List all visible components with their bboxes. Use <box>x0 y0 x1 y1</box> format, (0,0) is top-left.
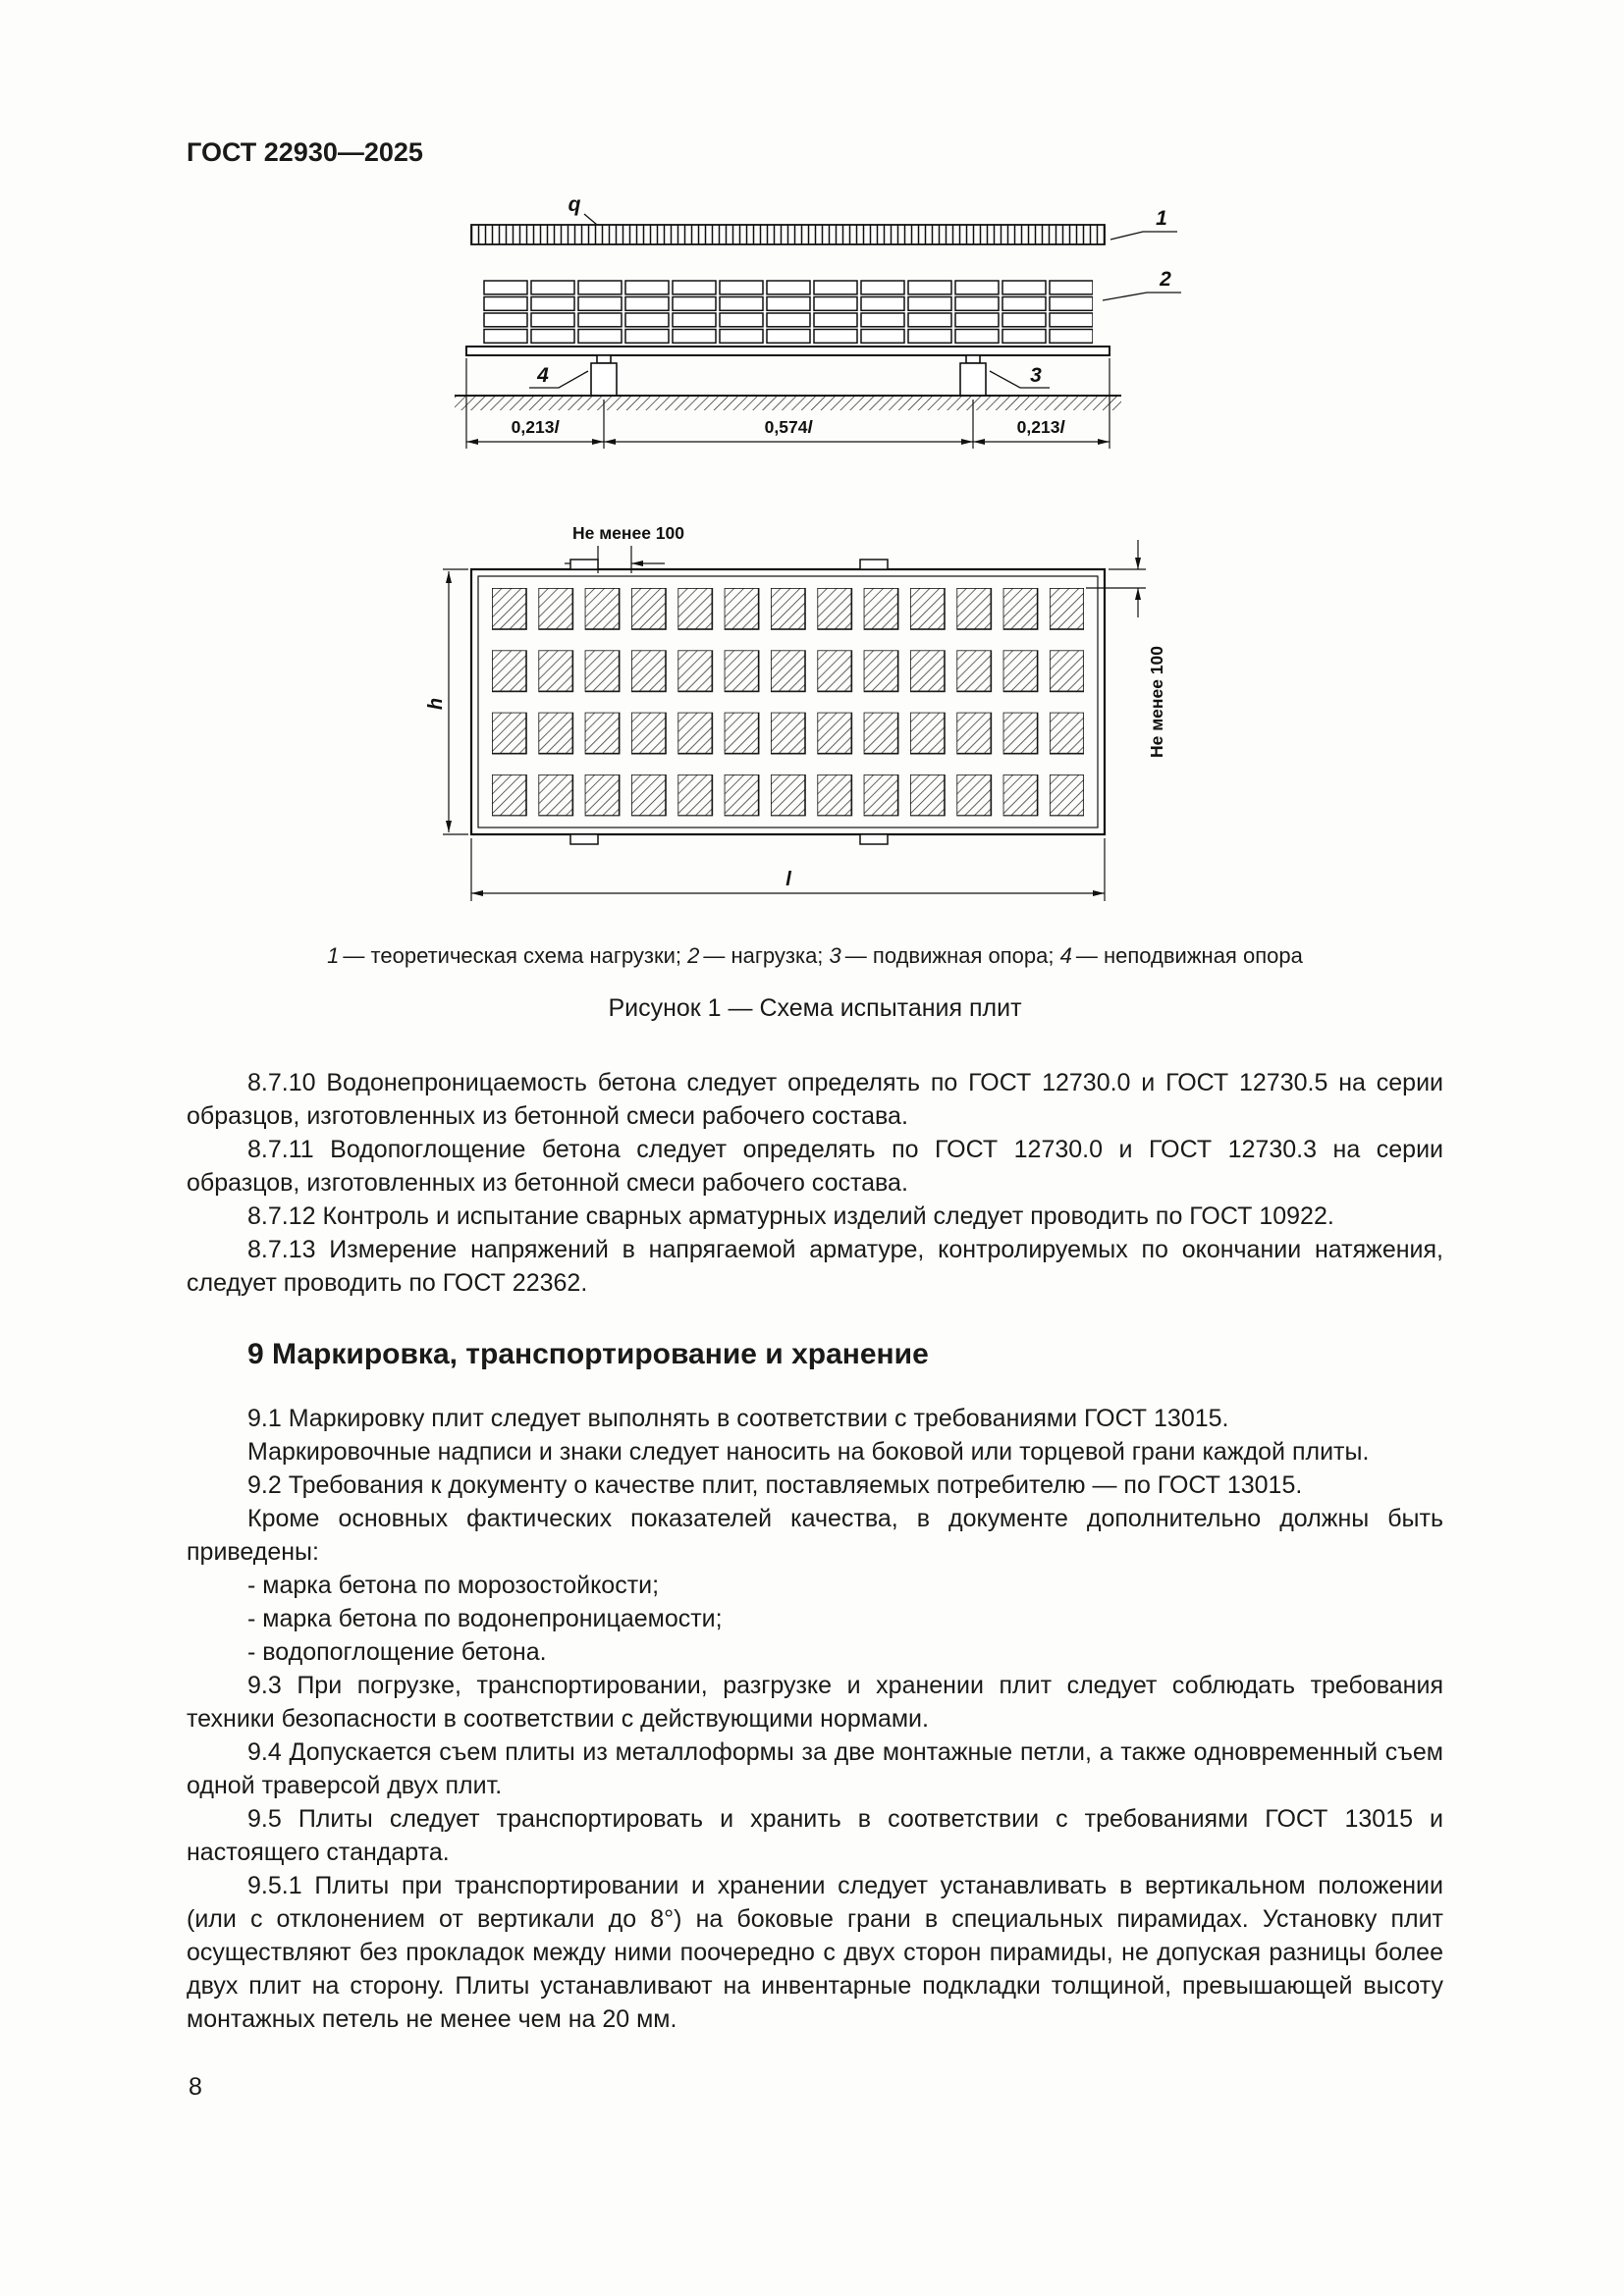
section-9-text: 9.1 Маркировку плит следует выполнять в … <box>187 1402 1443 2036</box>
label-4: 4 <box>536 364 549 387</box>
span-dimension <box>465 358 1110 449</box>
mounting-loops <box>569 559 889 845</box>
label-2: 2 <box>1159 268 1171 291</box>
legend-num-4: 4 <box>1059 943 1072 968</box>
ground <box>455 395 1121 410</box>
label-3: 3 <box>1030 364 1042 387</box>
support-roller <box>959 354 987 397</box>
beam <box>465 346 1110 356</box>
paragraph-9-1-note: Маркировочные надписи и знаки следует на… <box>247 1438 1370 1466</box>
legend-num-2: 2 <box>687 943 700 968</box>
load-grid <box>492 588 1084 817</box>
legend-text-4: — неподвижная опора <box>1075 943 1303 968</box>
label-3-leader <box>989 370 1050 389</box>
list-item-waterproof: - марка бетона по водонепроницаемости; <box>247 1605 723 1632</box>
min-right-label: Не менее 100 <box>1147 646 1166 758</box>
length-dim <box>470 838 1106 901</box>
legend-text-2: — нагрузка; <box>703 943 824 968</box>
elevation-view <box>455 213 1181 449</box>
dim-right: 0,213l <box>1017 417 1066 437</box>
figure-legend: 1— теоретическая схема нагрузки; 2— нагр… <box>187 943 1443 969</box>
legend-text-1: — теоретическая схема нагрузки; <box>343 943 681 968</box>
paragraph-9-5-1: 9.5.1 Плиты при транспортировании и хран… <box>187 1872 1443 2033</box>
label-1: 1 <box>1156 207 1167 230</box>
label-1-leader <box>1110 231 1177 240</box>
load-blocks <box>483 280 1093 345</box>
dim-left: 0,213l <box>512 417 561 437</box>
label-q: q <box>568 193 581 216</box>
paragraph-9-4: 9.4 Допускается съем плиты из металлофор… <box>187 1738 1443 1799</box>
label-h: h <box>427 698 447 710</box>
legend-text-3: — подвижная опора; <box>844 943 1055 968</box>
label-4-leader <box>529 370 589 389</box>
legend-num-1: 1 <box>327 943 340 968</box>
height-dim <box>443 568 468 835</box>
figure-drawing: q 1 2 4 3 0,213l 0,574l 0,213l Не менее … <box>427 193 1181 901</box>
edge-distance-right-dim <box>1086 540 1146 617</box>
plan-view <box>443 540 1146 901</box>
slab-outline-inner <box>477 575 1099 828</box>
paragraph-8-7-12: 8.7.12 Контроль и испытание сварных арма… <box>247 1202 1334 1230</box>
paragraph-9-5: 9.5 Плиты следует транспортировать и хра… <box>187 1805 1443 1866</box>
list-item-absorption: - водопоглощение бетона. <box>247 1638 547 1666</box>
page-content: ГОСТ 22930—2025 <box>187 137 1443 2036</box>
paragraph-8-7-11: 8.7.11 Водопоглощение бетона следует опр… <box>187 1136 1443 1197</box>
paragraph-8-7-13: 8.7.13 Измерение напряжений в напрягаемо… <box>187 1236 1443 1297</box>
paragraph-9-3: 9.3 При погрузке, транспортировании, раз… <box>187 1672 1443 1733</box>
section-8-text: 8.7.10 Водонепроницаемость бетона следуе… <box>187 1066 1443 1300</box>
figure-title: Рисунок 1 — Схема испытания плит <box>608 994 1022 1022</box>
page-number: 8 <box>189 2073 202 2101</box>
paragraph-9-1: 9.1 Маркировку плит следует выполнять в … <box>247 1405 1229 1432</box>
list-item-frost: - марка бетона по морозостойкости; <box>247 1572 660 1599</box>
slab-outline-outer <box>469 567 1107 836</box>
load-strip <box>470 224 1106 245</box>
label-l: l <box>785 869 791 890</box>
label-q-leader <box>583 213 598 226</box>
figure-labels: q 1 2 4 3 0,213l 0,574l 0,213l Не менее … <box>427 193 1171 890</box>
paragraph-9-2-note: Кроме основных фактических показателей к… <box>187 1505 1443 1566</box>
doc-number: ГОСТ 22930—2025 <box>187 137 423 167</box>
section-9-heading: 9 Маркировка, транспортирование и хранен… <box>247 1338 929 1370</box>
paragraph-9-2: 9.2 Требования к документу о качестве пл… <box>247 1471 1303 1499</box>
label-2-leader <box>1102 292 1181 301</box>
figure-block: q 1 2 4 3 0,213l 0,574l 0,213l Не менее … <box>187 182 1443 1023</box>
support-fixed <box>590 354 618 397</box>
legend-num-3: 3 <box>829 943 841 968</box>
paragraph-8-7-10: 8.7.10 Водонепроницаемость бетона следуе… <box>187 1069 1443 1130</box>
dim-mid: 0,574l <box>765 417 814 437</box>
min-top-label: Не менее 100 <box>572 523 684 543</box>
